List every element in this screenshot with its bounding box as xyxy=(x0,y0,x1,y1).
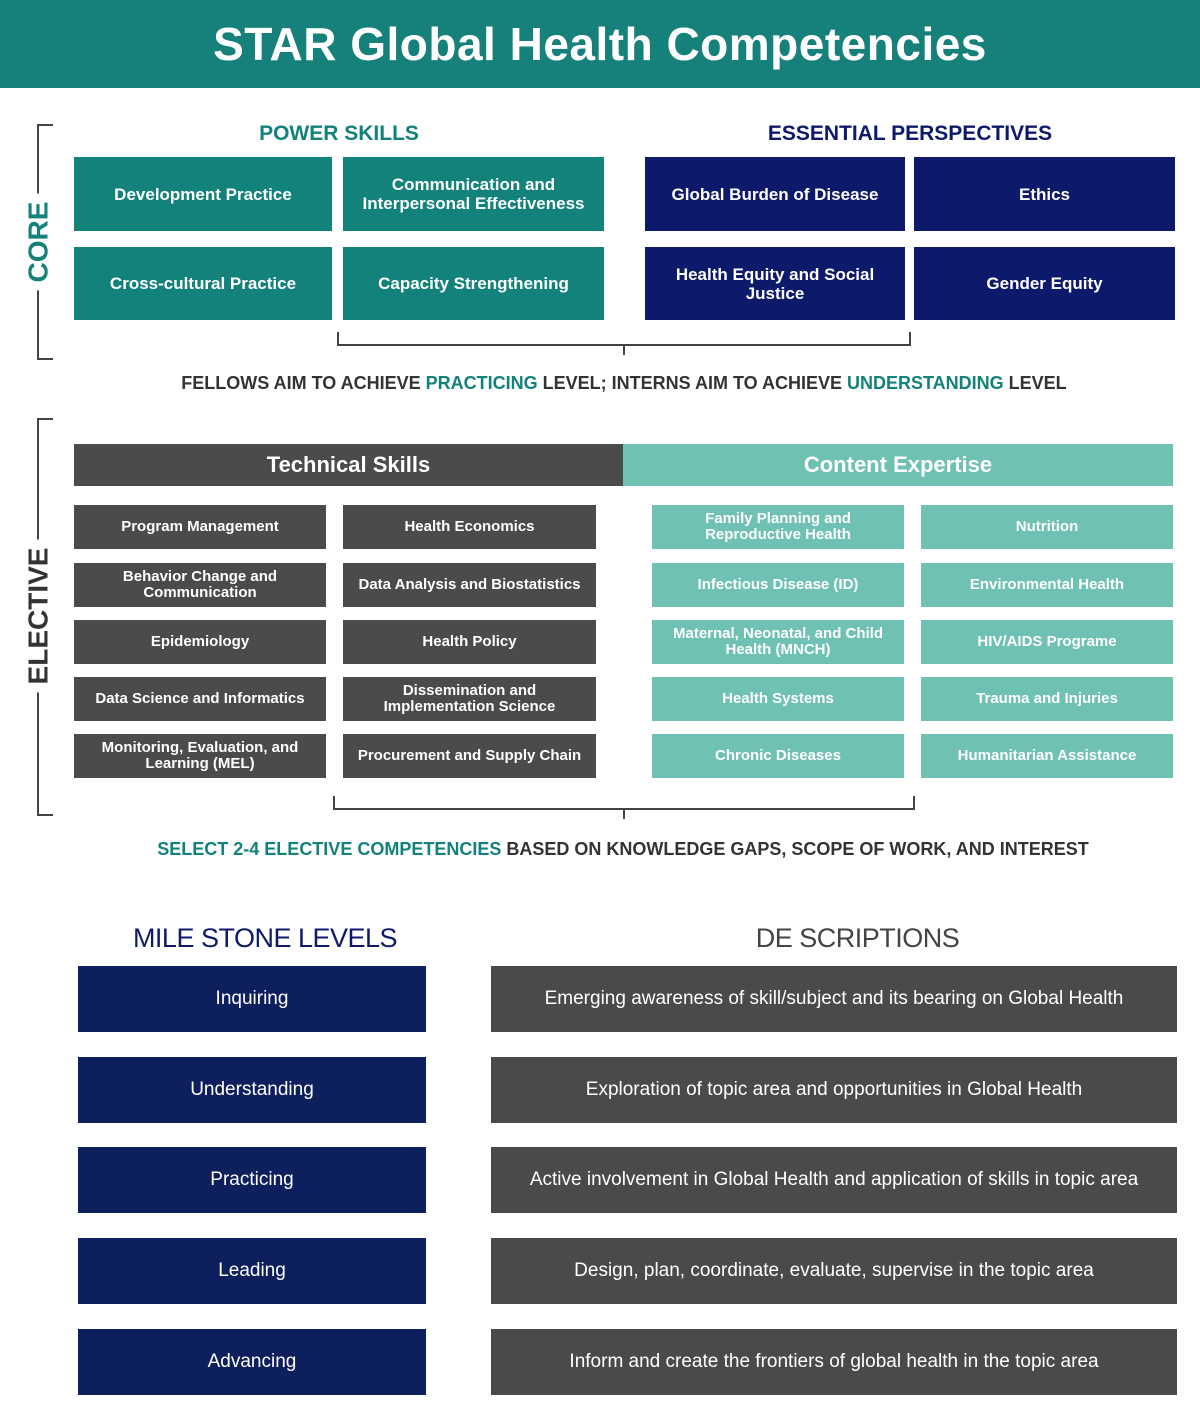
core-bracket-stem xyxy=(623,345,625,355)
milestone-level: Leading xyxy=(78,1238,426,1304)
milestone-level: Understanding xyxy=(78,1057,426,1123)
core-level-note: FELLOWS AIM TO ACHIEVE PRACTICING LEVEL;… xyxy=(0,370,1200,396)
content-expertise-tile: Chronic Diseases xyxy=(652,734,904,778)
power-skill-tile: Cross-cultural Practice xyxy=(74,247,332,320)
perspective-tile: Global Burden of Disease xyxy=(645,157,905,231)
technical-skill-tile: Program Management xyxy=(74,505,326,549)
technical-skills-bar: Technical Skills xyxy=(74,444,623,486)
milestone-description: Active involvement in Global Health and … xyxy=(491,1147,1177,1213)
power-skill-tile: Communication and Interpersonal Effectiv… xyxy=(343,157,604,231)
core-note-text-1: FELLOWS AIM TO ACHIEVE xyxy=(181,372,426,393)
technical-skill-tile: Data Analysis and Biostatistics xyxy=(343,563,596,607)
power-skills-title: POWER SKILLS xyxy=(259,122,419,145)
page-title: STAR Global Health Competencies xyxy=(213,18,987,70)
technical-skill-tile: Data Science and Informatics xyxy=(74,677,326,721)
core-bottom-tick xyxy=(37,358,53,360)
milestone-description: Emerging awareness of skill/subject and … xyxy=(491,966,1177,1032)
elective-select-note: SELECT 2-4 ELECTIVE COMPETENCIES BASED O… xyxy=(0,836,1200,862)
perspective-tile: Gender Equity xyxy=(914,247,1175,320)
elective-bottom-tick xyxy=(37,814,53,816)
content-expertise-tile: Infectious Disease (ID) xyxy=(652,563,904,607)
power-skill-tile: Capacity Strengthening xyxy=(343,247,604,320)
core-label: CORE xyxy=(22,193,54,291)
descriptions-title: DE SCRIPTIONS xyxy=(755,922,960,953)
essential-perspectives-title: ESSENTIAL PERSPECTIVES xyxy=(767,122,1053,145)
technical-skill-tile: Dissemination and Implementation Science xyxy=(343,677,596,721)
content-expertise-bar: Content Expertise xyxy=(623,444,1173,486)
core-note-text-2: LEVEL; INTERNS AIM TO ACHIEVE xyxy=(537,372,847,393)
perspective-tile: Ethics xyxy=(914,157,1175,231)
core-note-understanding: UNDERSTANDING xyxy=(847,372,1004,393)
technical-skill-tile: Health Economics xyxy=(343,505,596,549)
content-expertise-tile: Environmental Health xyxy=(921,563,1173,607)
technical-skill-tile: Behavior Change and Communication xyxy=(74,563,326,607)
milestone-level: Practicing xyxy=(78,1147,426,1213)
technical-skill-tile: Monitoring, Evaluation, and Learning (ME… xyxy=(74,734,326,778)
milestone-level: Inquiring xyxy=(78,966,426,1032)
content-expertise-tile: Trauma and Injuries xyxy=(921,677,1173,721)
elective-bracket xyxy=(333,796,915,810)
elective-note-highlight: SELECT 2-4 ELECTIVE COMPETENCIES xyxy=(157,838,502,859)
technical-skill-tile: Health Policy xyxy=(343,620,596,664)
milestone-description: Exploration of topic area and opportunit… xyxy=(491,1057,1177,1123)
perspective-tile: Health Equity and Social Justice xyxy=(645,247,905,320)
content-expertise-tile: Health Systems xyxy=(652,677,904,721)
content-expertise-tile: Humanitarian Assistance xyxy=(921,734,1173,778)
content-expertise-tile: HIV/AIDS Programe xyxy=(921,620,1173,664)
core-bracket xyxy=(337,332,911,346)
elective-bracket-stem xyxy=(623,809,625,819)
content-expertise-tile: Maternal, Neonatal, and Child Health (MN… xyxy=(652,620,904,664)
elective-label: ELECTIVE xyxy=(22,539,55,693)
elective-note-text: BASED ON KNOWLEDGE GAPS, SCOPE OF WORK, … xyxy=(501,838,1089,859)
power-skill-tile: Development Practice xyxy=(74,157,332,231)
core-note-practicing: PRACTICING xyxy=(425,372,538,393)
milestone-levels-title: MILE STONE LEVELS xyxy=(132,922,398,953)
core-top-tick xyxy=(37,124,53,126)
milestone-level: Advancing xyxy=(78,1329,426,1395)
technical-skill-tile: Epidemiology xyxy=(74,620,326,664)
milestone-description: Inform and create the frontiers of globa… xyxy=(491,1329,1177,1395)
content-expertise-tile: Nutrition xyxy=(921,505,1173,549)
core-note-text-3: LEVEL xyxy=(1003,372,1067,393)
content-expertise-tile: Family Planning and Reproductive Health xyxy=(652,505,904,549)
header-banner: STAR Global Health Competencies xyxy=(0,0,1200,88)
milestone-description: Design, plan, coordinate, evaluate, supe… xyxy=(491,1238,1177,1304)
technical-skill-tile: Procurement and Supply Chain xyxy=(343,734,596,778)
elective-top-tick xyxy=(37,418,53,420)
